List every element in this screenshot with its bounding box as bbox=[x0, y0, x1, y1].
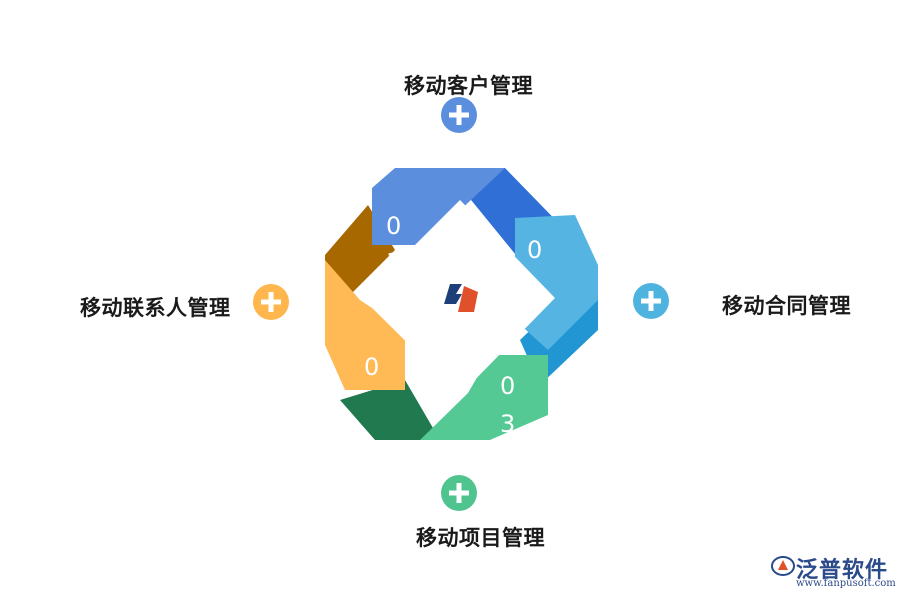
plus-icon[interactable] bbox=[633, 283, 669, 319]
node-label-04: 移动联系人管理 bbox=[80, 296, 231, 320]
node-number-02: 0 bbox=[527, 236, 542, 264]
node-label-03: 移动项目管理 bbox=[416, 526, 545, 550]
plus-icon[interactable] bbox=[441, 97, 477, 133]
arrow-segment-04 bbox=[325, 260, 405, 390]
ribbon-fold-green bbox=[340, 380, 440, 440]
node-number-03b: 3 bbox=[500, 410, 515, 438]
watermark-url: www.fanpusoft.com bbox=[796, 578, 896, 589]
node-number-01: 0 bbox=[386, 212, 401, 240]
node-number-04: 0 bbox=[364, 353, 379, 381]
arrow-segment-01 bbox=[372, 168, 505, 245]
arrow-segment-03 bbox=[420, 355, 548, 440]
node-label-02: 移动合同管理 bbox=[722, 294, 851, 318]
plus-icon[interactable] bbox=[253, 284, 289, 320]
node-number-01b: 1 bbox=[386, 248, 401, 276]
watermark-name: 泛普软件 bbox=[796, 558, 889, 583]
node-number-03: 0 bbox=[500, 372, 515, 400]
node-label-01: 移动客户管理 bbox=[404, 74, 533, 98]
plus-icon[interactable] bbox=[441, 475, 477, 511]
brand-logo-icon bbox=[771, 556, 795, 576]
company-logo-icon bbox=[444, 284, 478, 312]
